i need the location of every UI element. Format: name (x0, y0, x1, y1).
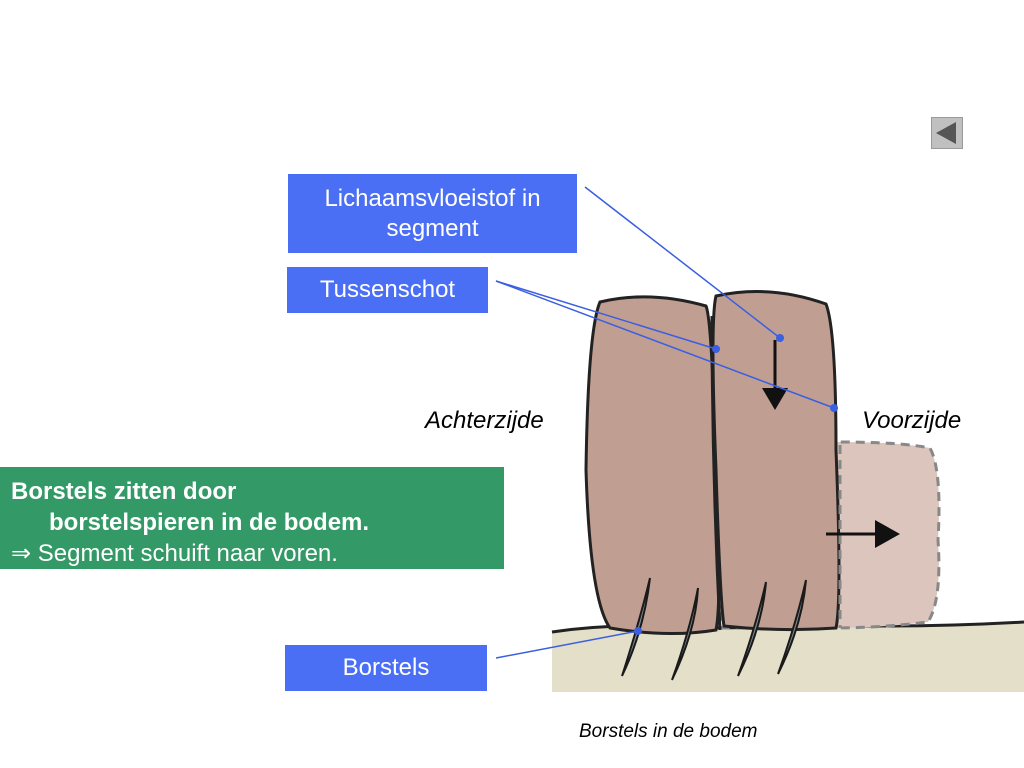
bristle-4 (777, 579, 807, 675)
label-bristles: Borstels (285, 645, 487, 691)
bristles (621, 577, 807, 681)
leader-bristles (495, 630, 639, 659)
leader-lines (495, 186, 835, 659)
label-body-fluid: Lichaamsvloeistof in segment (288, 174, 577, 253)
bristle-2 (671, 587, 699, 681)
figure-caption: Borstels in de bodem (579, 721, 758, 742)
bristle-1 (621, 577, 651, 677)
explanation-box: Borstels zitten door borstelspieren in d… (0, 467, 504, 569)
leader-dot-bristles (634, 627, 642, 635)
leader-septum-1 (495, 280, 717, 350)
implies-arrow-icon: ⇒ (11, 540, 32, 567)
back-button[interactable] (931, 117, 963, 149)
soil (552, 622, 1024, 692)
label-front-side: Voorzijde (862, 407, 962, 434)
arrow-right-icon (826, 520, 900, 548)
leader-dot-septum-2 (830, 404, 838, 412)
label-septum: Tussenschot (287, 267, 488, 313)
segment-rear (584, 295, 721, 636)
explanation-line-1: Borstels zitten door (11, 478, 237, 505)
leader-dot-fluid (776, 334, 784, 342)
leader-dot-septum-1 (712, 345, 720, 353)
leader-fluid (584, 186, 781, 339)
explanation-line-2: borstelspieren in de bodem. (49, 509, 370, 536)
bristle-3 (737, 581, 767, 677)
label-back-side: Achterzijde (425, 407, 544, 434)
explanation-line-3: ⇒ Segment schuift naar voren. (11, 538, 504, 569)
segment-front (711, 290, 841, 632)
label-bristles-text: Borstels (342, 654, 430, 681)
leader-septum-2 (495, 280, 835, 409)
septum-line (710, 315, 722, 631)
explanation-line-3-text: Segment schuift naar voren. (31, 540, 338, 567)
arrow-down-icon (762, 340, 788, 410)
triangle-left-icon (936, 122, 956, 144)
label-septum-text: Tussenschot (319, 276, 456, 303)
label-body-fluid-text: Lichaamsvloeistof in segment (324, 184, 541, 242)
